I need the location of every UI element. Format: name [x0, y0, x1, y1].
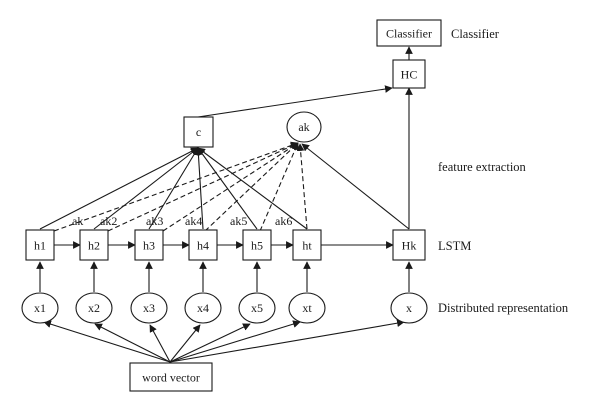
- xt-label: xt: [302, 301, 312, 315]
- node-word-vector: word vector: [129, 362, 213, 392]
- node-x5: x5: [238, 292, 276, 324]
- attention-label-4: ak4: [185, 214, 202, 228]
- input-edges: [36, 261, 413, 292]
- h5-label: h5: [251, 239, 263, 253]
- x3-label: x3: [143, 301, 155, 315]
- edge-h5-c: [197, 147, 258, 230]
- node-h1: h1: [25, 229, 55, 261]
- attention-label-1: ak: [72, 214, 83, 228]
- edge-c-hc: [197, 85, 393, 118]
- node-classifier: Classifier: [376, 19, 442, 47]
- node-x2: x2: [75, 292, 113, 324]
- hc-label: HC: [401, 68, 418, 82]
- side-label-distributed-representation: Distributed representation: [438, 301, 569, 315]
- x2-label: x2: [88, 301, 100, 315]
- edge-word-x1: [43, 320, 171, 363]
- node-x: x: [390, 292, 428, 324]
- edge-h4-c: [194, 147, 204, 230]
- node-x4: x4: [184, 292, 222, 324]
- side-label-feature-extraction: feature extraction: [438, 160, 527, 174]
- side-label-classifier: Classifier: [451, 27, 500, 41]
- x1-label: x1: [34, 301, 46, 315]
- h4-label: h4: [197, 239, 209, 253]
- node-h4: h4: [188, 229, 218, 261]
- edge-word-x5: [169, 323, 251, 363]
- attention-edges: [53, 141, 308, 232]
- dash-h2-ak: [107, 142, 299, 232]
- attention-label-3: ak3: [146, 214, 163, 228]
- edge-word-x4: [169, 324, 201, 363]
- c-label: c: [196, 125, 201, 139]
- h1-label: h1: [34, 239, 46, 253]
- context-edges: [39, 147, 308, 230]
- hk-label: Hk: [402, 239, 417, 253]
- x5-label: x5: [251, 301, 263, 315]
- dash-h4-ak: [204, 142, 299, 232]
- classifier-label: Classifier: [386, 27, 432, 41]
- node-h2: h2: [79, 229, 109, 261]
- word-vector-label: word vector: [142, 371, 200, 385]
- x4-label: x4: [197, 301, 209, 315]
- h2-label: h2: [88, 239, 100, 253]
- dash-h1-ak: [53, 141, 299, 232]
- dash-ht-ak: [296, 143, 308, 230]
- edge-hk-ak: [301, 143, 410, 230]
- side-label-lstm: LSTM: [438, 239, 471, 253]
- attention-labels: ak ak2 ak3 ak4 ak5 ak6: [72, 214, 292, 228]
- dash-h3-ak: [162, 142, 299, 232]
- edge-word-x2: [94, 323, 171, 363]
- edge-word-xt: [169, 320, 301, 363]
- attention-label-6: ak6: [275, 214, 292, 228]
- edge-word-x: [169, 319, 405, 363]
- x-label: x: [406, 301, 412, 315]
- edge-ht-c: [197, 147, 308, 230]
- edge-word-x3: [149, 324, 171, 363]
- node-ak: ak: [286, 111, 322, 143]
- node-x3: x3: [130, 292, 168, 324]
- attention-label-5: ak5: [230, 214, 247, 228]
- node-x1: x1: [21, 292, 59, 324]
- upper-edges: [197, 46, 413, 230]
- h3-label: h3: [143, 239, 155, 253]
- ak-label: ak: [298, 120, 309, 134]
- node-xt: xt: [288, 292, 326, 324]
- edge-h3-c: [148, 147, 199, 230]
- edge-h1-c: [39, 147, 199, 230]
- node-h3: h3: [134, 229, 164, 261]
- node-hk: Hk: [392, 229, 426, 261]
- node-c: c: [183, 116, 214, 148]
- node-h5: h5: [242, 229, 272, 261]
- attention-label-2: ak2: [100, 214, 117, 228]
- node-ht: ht: [292, 229, 322, 261]
- node-hc: HC: [392, 59, 426, 89]
- ht-label: ht: [302, 239, 312, 253]
- word-vector-edges: [43, 319, 405, 363]
- edge-h2-c: [93, 147, 199, 230]
